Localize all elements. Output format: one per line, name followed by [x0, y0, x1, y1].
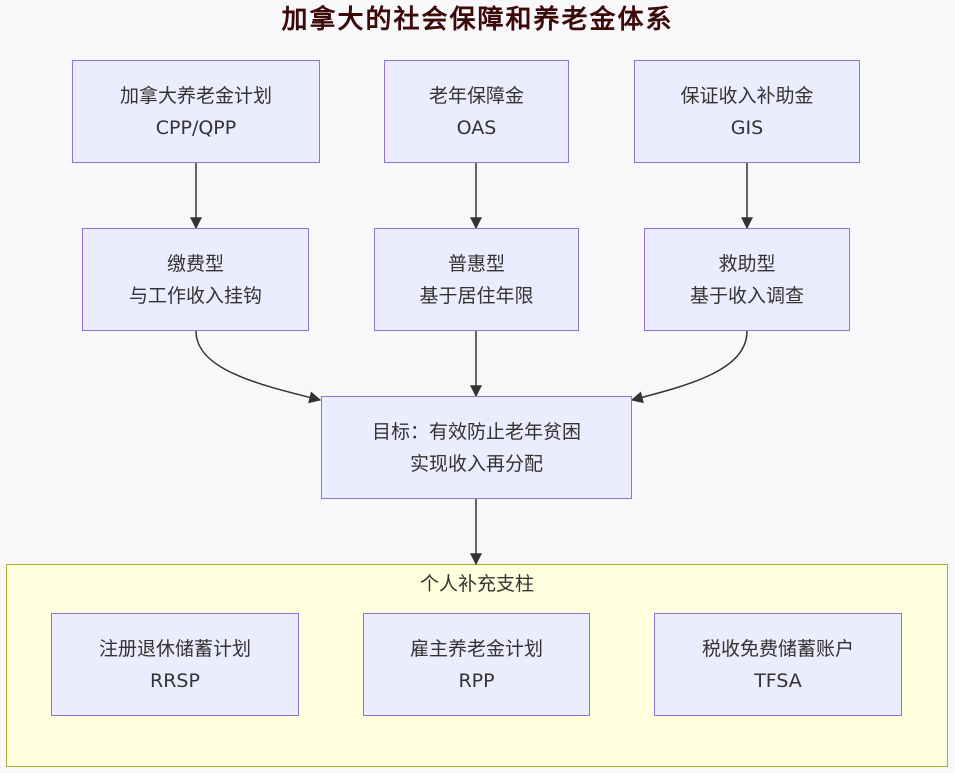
subgraph-label: 个人补充支柱: [419, 573, 534, 595]
node-cpp: 加拿大养老金计划 CPP/QPP: [72, 60, 320, 163]
node-contributory: 缴费型 与工作收入挂钩: [82, 228, 309, 331]
diagram-title: 加拿大的社会保障和养老金体系: [281, 5, 674, 35]
node-rpp: 雇主养老金计划 RPP: [363, 613, 590, 716]
node-oas-title: 老年保障金: [428, 84, 524, 107]
node-cpp-abbr: CPP/QPP: [155, 116, 237, 139]
node-assistance-title: 救助型: [718, 252, 776, 275]
node-rpp-title: 雇主养老金计划: [409, 637, 543, 660]
node-assistance: 救助型 基于收入调查: [644, 228, 850, 331]
node-universal: 普惠型 基于居住年限: [374, 228, 579, 331]
node-assistance-desc: 基于收入调查: [689, 284, 804, 307]
node-goal-line2: 实现收入再分配: [409, 452, 543, 475]
node-tfsa: 税收免费储蓄账户 TFSA: [654, 613, 902, 716]
node-oas-abbr: OAS: [456, 116, 497, 139]
node-gis: 保证收入补助金 GIS: [634, 60, 860, 163]
edge-contributory-to-goal: [195, 330, 322, 404]
node-gis-abbr: GIS: [730, 116, 764, 139]
node-rrsp-title: 注册退休储蓄计划: [98, 637, 251, 660]
node-rpp-abbr: RPP: [458, 669, 495, 692]
node-universal-desc: 基于居住年限: [419, 284, 534, 307]
node-goal: 目标：有效防止老年贫困 实现收入再分配: [321, 396, 632, 499]
node-tfsa-abbr: TFSA: [754, 669, 802, 692]
edge-assistance-to-goal: [630, 330, 748, 404]
node-goal-line1: 目标：有效防止老年贫困: [371, 420, 581, 443]
node-oas: 老年保障金 OAS: [384, 60, 569, 163]
node-universal-title: 普惠型: [447, 252, 505, 275]
node-tfsa-title: 税收免费储蓄账户: [701, 637, 854, 660]
node-gis-title: 保证收入补助金: [680, 84, 814, 107]
node-rrsp: 注册退休储蓄计划 RRSP: [51, 613, 299, 716]
node-cpp-title: 加拿大养老金计划: [119, 84, 272, 107]
node-rrsp-abbr: RRSP: [150, 669, 200, 692]
node-contributory-desc: 与工作收入挂钩: [128, 284, 262, 307]
node-contributory-title: 缴费型: [166, 252, 224, 275]
